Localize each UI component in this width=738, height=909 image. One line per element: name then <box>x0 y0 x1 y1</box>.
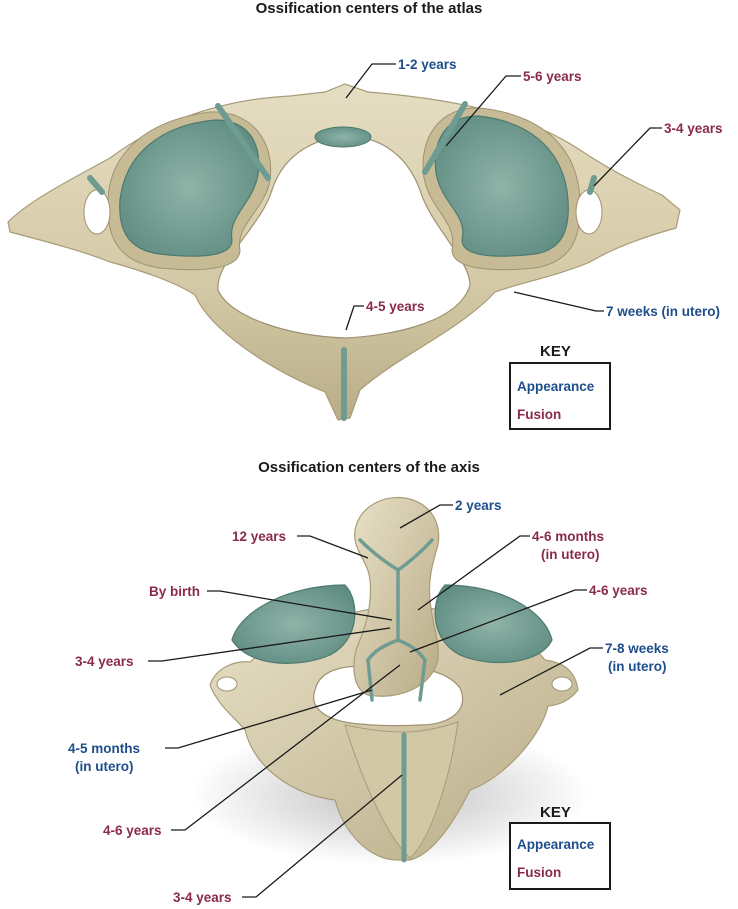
axis-label-posterior-fusion: 3-4 years <box>173 890 232 905</box>
axis-label-body-arch-fusion: 4-6 years <box>103 823 162 838</box>
atlas-synchondroses <box>87 101 597 421</box>
atlas-right-transverse-foramen <box>575 189 603 235</box>
axis-key-title: KEY <box>540 804 571 821</box>
axis-label-body-fusion-right: 4-6 years <box>589 583 648 598</box>
axis-label-dens-tip-fusion: 12 years <box>232 529 287 544</box>
atlas-drawing <box>7 83 681 421</box>
axis-key-box: Appearance Fusion <box>509 822 611 890</box>
axis-label-neural-arch-appearance-line1: 7-8 weeks <box>605 641 669 656</box>
axis-title: Ossification centers of the axis <box>258 459 480 476</box>
atlas-key-box: Appearance Fusion <box>509 362 611 430</box>
atlas-label-transverse-fusion: 3-4 years <box>664 121 723 136</box>
axis-right-facet <box>434 584 553 664</box>
axis-label-dens-appearance-line1: 4-6 months <box>532 529 605 544</box>
axis-key-appearance: Appearance <box>517 837 595 852</box>
atlas-dens-facet <box>314 126 372 148</box>
atlas-key-appearance: Appearance <box>517 379 595 394</box>
atlas-title: Ossification centers of the atlas <box>255 0 483 17</box>
axis-label-by-birth: By birth <box>149 584 201 599</box>
axis-key-fusion: Fusion <box>517 865 562 880</box>
axis-drawing <box>190 496 590 865</box>
atlas-key-fusion: Fusion <box>517 407 562 422</box>
axis-label-dens-appearance-line2: (in utero) <box>541 547 600 562</box>
atlas-key-title: KEY <box>540 343 571 360</box>
axis-synchondroses <box>358 538 434 863</box>
axis-left-facet <box>231 584 356 664</box>
atlas-label-anterior-arch-appearance: 1-2 years <box>398 57 457 72</box>
axis-label-dens-tip-appearance: 2 years <box>455 498 502 513</box>
atlas-label-posterior-fusion: 4-5 years <box>366 299 425 314</box>
atlas-right-facet <box>434 115 569 257</box>
axis-label-body-appearance-line1: 4-5 months <box>68 741 141 756</box>
leader-lines <box>148 63 662 898</box>
atlas-label-lateral-mass-appearance: 7 weeks (in utero) <box>606 304 721 319</box>
atlas-left-facet <box>119 119 260 257</box>
atlas-left-transverse-foramen <box>83 189 111 235</box>
axis-label-neural-arch-appearance-line2: (in utero) <box>608 659 667 674</box>
atlas-label-lateral-fusion: 5-6 years <box>523 69 582 84</box>
axis-label-body-appearance-line2: (in utero) <box>75 759 134 774</box>
axis-label-dens-body-fusion: 3-4 years <box>75 654 134 669</box>
